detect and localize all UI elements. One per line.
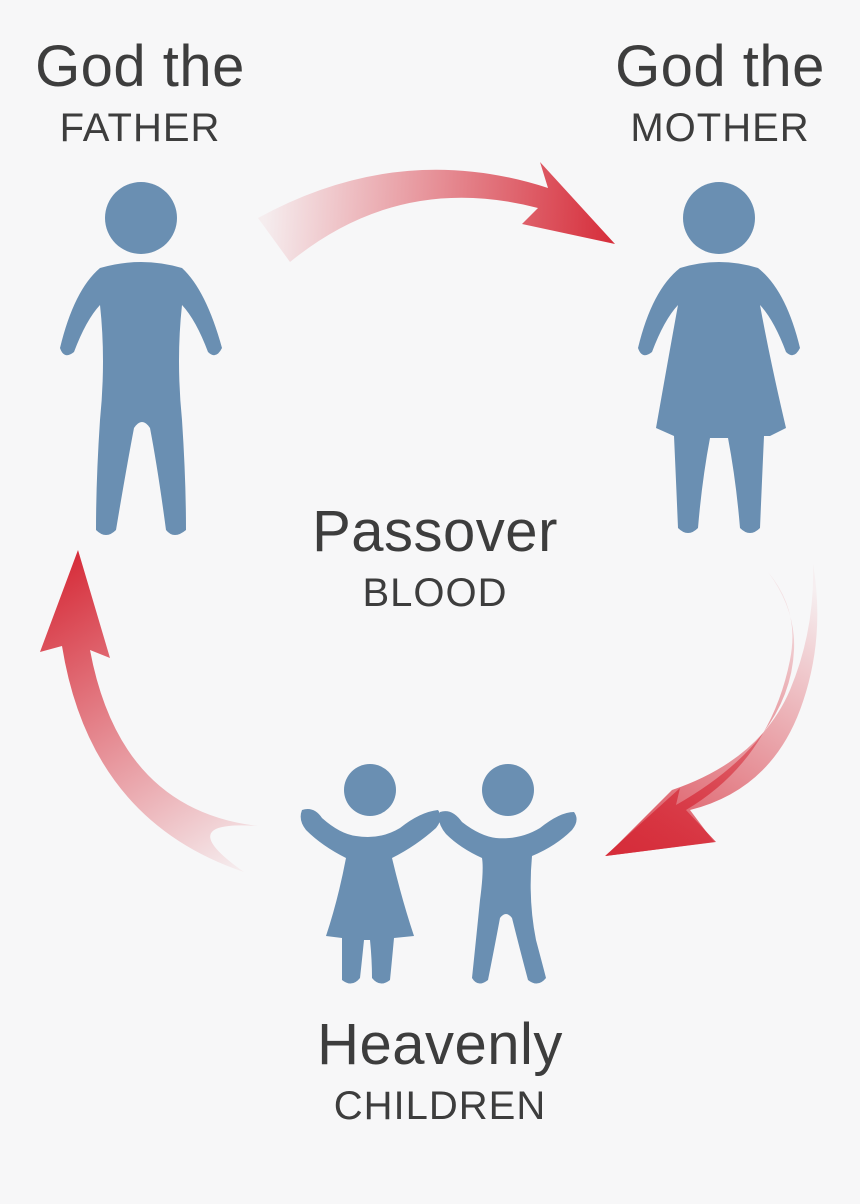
mother-title: God the <box>615 34 825 99</box>
arrow-father-to-mother <box>258 162 615 262</box>
father-title: God the <box>35 34 245 99</box>
father-label: God the FATHER <box>20 34 260 150</box>
center-label: Passover BLOOD <box>285 499 585 615</box>
father-subtitle: FATHER <box>59 106 221 150</box>
mother-subtitle: MOTHER <box>630 106 810 150</box>
mother-label: God the MOTHER <box>600 34 840 150</box>
center-subtitle: BLOOD <box>362 571 508 615</box>
man-icon <box>60 182 222 535</box>
woman-icon <box>638 182 800 533</box>
children-icon <box>300 764 577 984</box>
arrow-mother-to-children <box>605 564 818 856</box>
center-title: Passover <box>312 499 558 564</box>
children-title: Heavenly <box>317 1012 563 1077</box>
arrow-children-to-father <box>40 550 258 872</box>
children-label: Heavenly CHILDREN <box>290 1012 590 1128</box>
children-subtitle: CHILDREN <box>333 1084 547 1128</box>
